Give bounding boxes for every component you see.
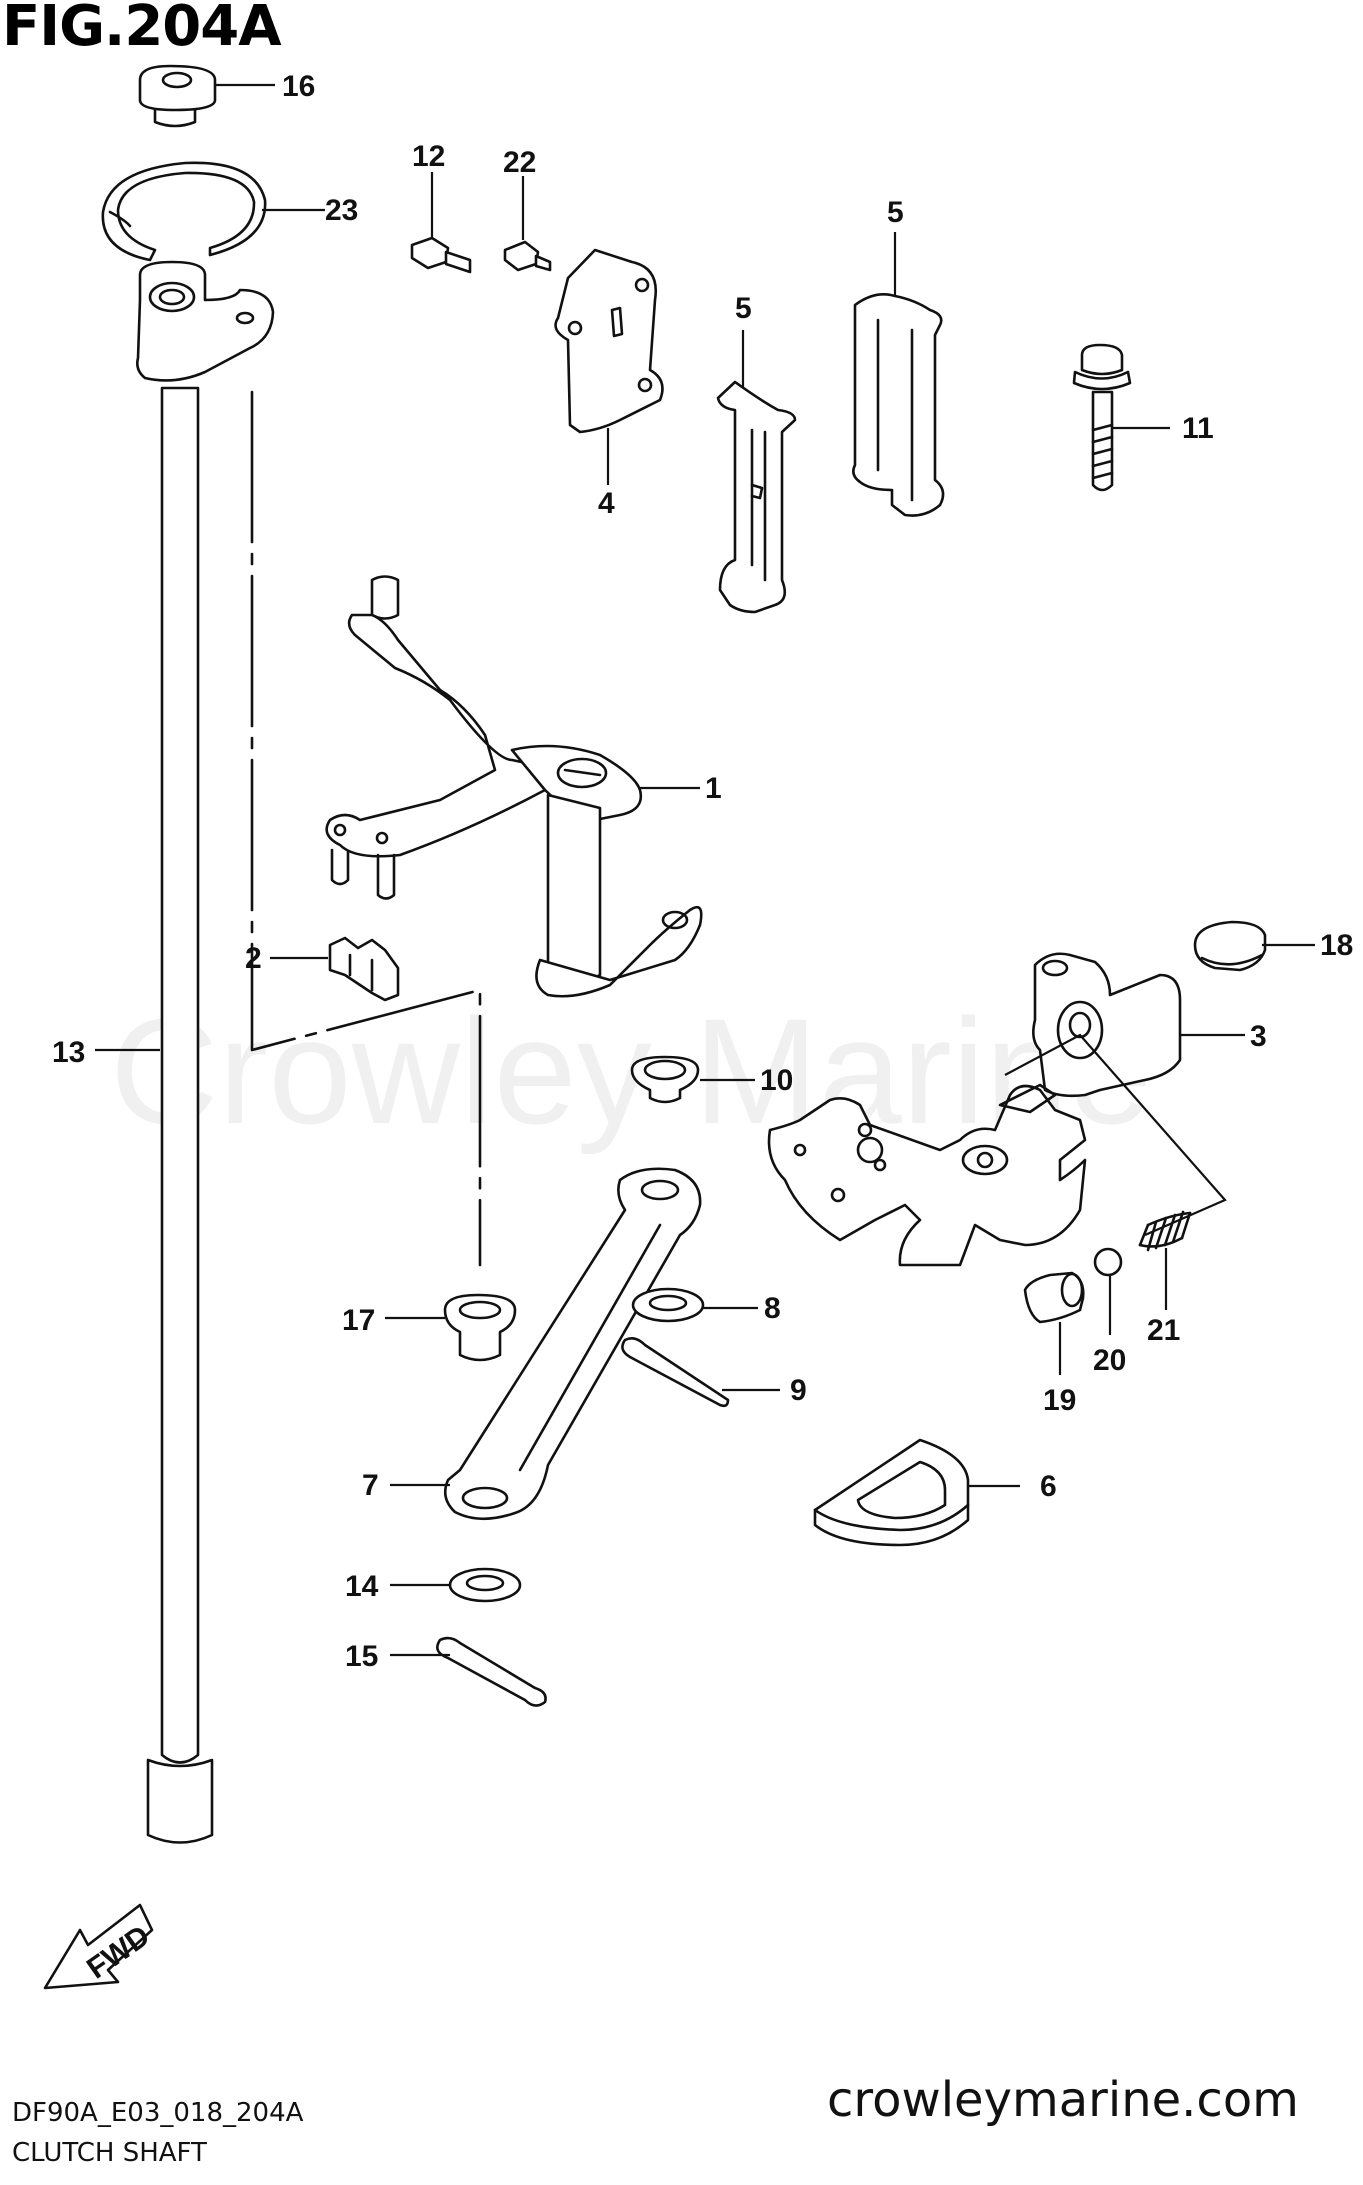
part-23-snap-ring[interactable] (101, 161, 325, 262)
callout-10: 10 (760, 1064, 793, 1097)
guide-line (250, 390, 482, 1267)
callout-6: 6 (1040, 1470, 1057, 1503)
fwd-arrow-icon (43, 1903, 154, 1990)
part-12-bolt[interactable] (410, 172, 472, 274)
callout-15: 15 (345, 1640, 378, 1673)
part-10-bushing[interactable] (630, 1055, 755, 1104)
part-14-washer[interactable] (390, 1567, 522, 1603)
part-21-spring[interactable] (1138, 1210, 1192, 1310)
part-22-grease-nipple[interactable] (503, 176, 552, 272)
part-15-cotter-pin[interactable] (390, 1636, 547, 1707)
callout-19: 19 (1043, 1384, 1076, 1417)
part-9-cotter-pin[interactable] (621, 1337, 780, 1408)
part-3-shift-housing[interactable] (767, 952, 1245, 1267)
callout-7: 7 (362, 1469, 379, 1502)
callout-5a: 5 (735, 292, 752, 325)
website-text: crowleymarine.com (827, 2072, 1299, 2128)
part-20-ball[interactable] (1093, 1247, 1123, 1335)
callout-4: 4 (598, 487, 615, 520)
drawing-code: DF90A_E03_018_204A (12, 2098, 304, 2128)
part-5-holder-right[interactable] (852, 232, 945, 517)
callout-22: 22 (503, 146, 536, 179)
callout-8: 8 (764, 1292, 781, 1325)
callout-5b: 5 (887, 196, 904, 229)
callout-13: 13 (52, 1036, 85, 1069)
callout-12: 12 (412, 140, 445, 173)
part-7-link[interactable] (390, 1167, 702, 1521)
part-18-plug[interactable] (1193, 920, 1315, 972)
callout-17: 17 (342, 1304, 375, 1337)
callout-21: 21 (1147, 1314, 1180, 1347)
figure-caption: CLUTCH SHAFT (12, 2138, 207, 2168)
callout-3: 3 (1250, 1020, 1267, 1053)
part-8-washer[interactable] (631, 1287, 758, 1323)
callout-1: 1 (705, 772, 722, 805)
part-1-shift-lever[interactable] (325, 575, 703, 998)
part-4-plate[interactable] (554, 248, 664, 485)
part-17-bushing[interactable] (385, 1293, 517, 1362)
callout-16: 16 (282, 70, 315, 103)
part-5-holder-left[interactable] (716, 330, 797, 614)
part-6-boot[interactable] (813, 1438, 1020, 1547)
callout-18: 18 (1320, 929, 1353, 962)
part-19-pin[interactable] (1023, 1271, 1085, 1375)
callout-20: 20 (1093, 1344, 1126, 1377)
callout-14: 14 (345, 1570, 379, 1603)
part-16-plug[interactable] (138, 64, 275, 128)
callout-11: 11 (1182, 412, 1214, 445)
callout-2: 2 (245, 942, 262, 975)
callout-9: 9 (790, 1374, 807, 1407)
callout-23: 23 (325, 194, 358, 227)
part-2-clip[interactable] (270, 936, 400, 1002)
part-13-clutch-rod[interactable] (95, 260, 275, 1844)
figure-title: FIG.204A (2, 0, 282, 59)
part-11-bolt[interactable] (1072, 343, 1170, 492)
